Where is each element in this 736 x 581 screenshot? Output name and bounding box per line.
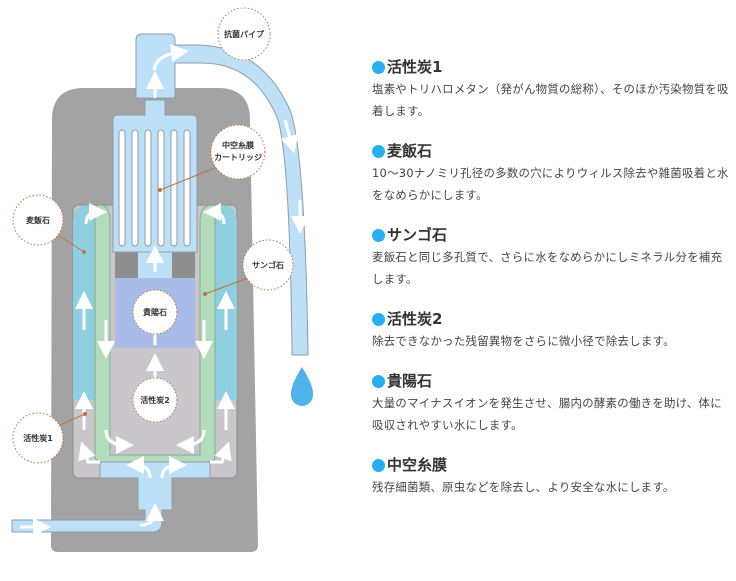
callout-antibacterial-pipe: 抗菌パイプ (217, 7, 271, 61)
callout-carbon1: 活性炭1 (12, 412, 87, 464)
svg-text:サンゴ石: サンゴ石 (252, 260, 284, 270)
legend-description: 10～30ナノミリ孔径の多数の穴によりウィルス除去や雑菌吸着と水をなめらかにしま… (372, 166, 729, 202)
legend-description: 残存細菌類、原虫などを除去し、より安全な水にします。 (372, 480, 675, 494)
water-filter-diagram: 抗菌パイプ 中空糸膜 カートリッジ 麦飯石 サンゴ石 貴陽石 活性炭2 活性炭1 (11, 7, 314, 552)
callout-kiyoseki: 貴陽石 (132, 289, 178, 335)
legend-item-carbon1: 活性炭1 塩素やトリハロメタン（発がん物質の総称）、そのほか汚染物質を吸着します… (372, 56, 732, 122)
legend-description: 塩素やトリハロメタン（発がん物質の総称）、そのほか汚染物質を吸着します。 (372, 82, 729, 118)
callout-carbon2: 活性炭2 (132, 377, 178, 423)
legend-item-kiyoseki: 貴陽石 大量のマイナスイオンを発生させ、腸内の酵素の働きを助け、体に吸収されやす… (372, 370, 732, 436)
legend-description: 大量のマイナスイオンを発生させ、腸内の酵素の働きを助け、体に吸収されやすい水にし… (372, 396, 722, 432)
outlet-head (135, 33, 309, 356)
callout-bakuhanseki: 麦飯石 (12, 194, 86, 254)
svg-text:貴陽石: 貴陽石 (143, 307, 167, 317)
callout-sango: サンゴ石 (203, 239, 294, 296)
svg-text:カートリッジ: カートリッジ (214, 153, 262, 162)
svg-text:中空糸膜: 中空糸膜 (222, 140, 254, 150)
legend-title: 活性炭2 (387, 310, 443, 328)
water-drop-icon (290, 367, 314, 406)
svg-text:麦飯石: 麦飯石 (26, 215, 50, 225)
legend-description: 麦飯石と同じ多孔質で、さらに水をなめらかにしミネラル分を補充します。 (372, 250, 723, 286)
legend-item-bakuhanseki: 麦飯石 10～30ナノミリ孔径の多数の穴によりウィルス除去や雑菌吸着と水をなめら… (372, 140, 732, 206)
bullet-dot-icon (372, 228, 385, 242)
svg-text:活性炭1: 活性炭1 (23, 433, 53, 443)
svg-text:抗菌パイプ: 抗菌パイプ (224, 29, 265, 39)
legend-title: 麦飯石 (387, 142, 433, 160)
legend-title: 貴陽石 (387, 372, 433, 390)
legend-item-carbon2: 活性炭2 除去できなかった残留異物をさらに微小径で除去します。 (372, 308, 732, 352)
legend-description: 除去できなかった残留異物をさらに微小径で除去します。 (372, 334, 675, 348)
bullet-dot-icon (372, 144, 385, 158)
bullet-dot-icon (372, 374, 385, 388)
callout-hollow-fiber-cartridge: 中空糸膜 カートリッジ (158, 124, 266, 192)
legend-title: 活性炭1 (387, 58, 443, 76)
legend-item-hollow-fiber: 中空糸膜 残存細菌類、原虫などを除去し、より安全な水にします。 (372, 454, 732, 498)
legend-item-sango: サンゴ石 麦飯石と同じ多孔質で、さらに水をなめらかにしミネラル分を補充します。 (372, 224, 732, 290)
flow-arrows (20, 44, 309, 536)
hollow-fiber-tubes (118, 129, 191, 247)
svg-text:活性炭2: 活性炭2 (140, 395, 170, 405)
bullet-dot-icon (372, 312, 385, 326)
legend-title: サンゴ石 (387, 226, 448, 244)
bullet-dot-icon (372, 458, 385, 472)
legend-title: 中空糸膜 (387, 456, 448, 474)
bullet-dot-icon (372, 60, 385, 74)
filter-layer-legend: 活性炭1 塩素やトリハロメタン（発がん物質の総称）、そのほか汚染物質を吸着します… (372, 56, 732, 516)
